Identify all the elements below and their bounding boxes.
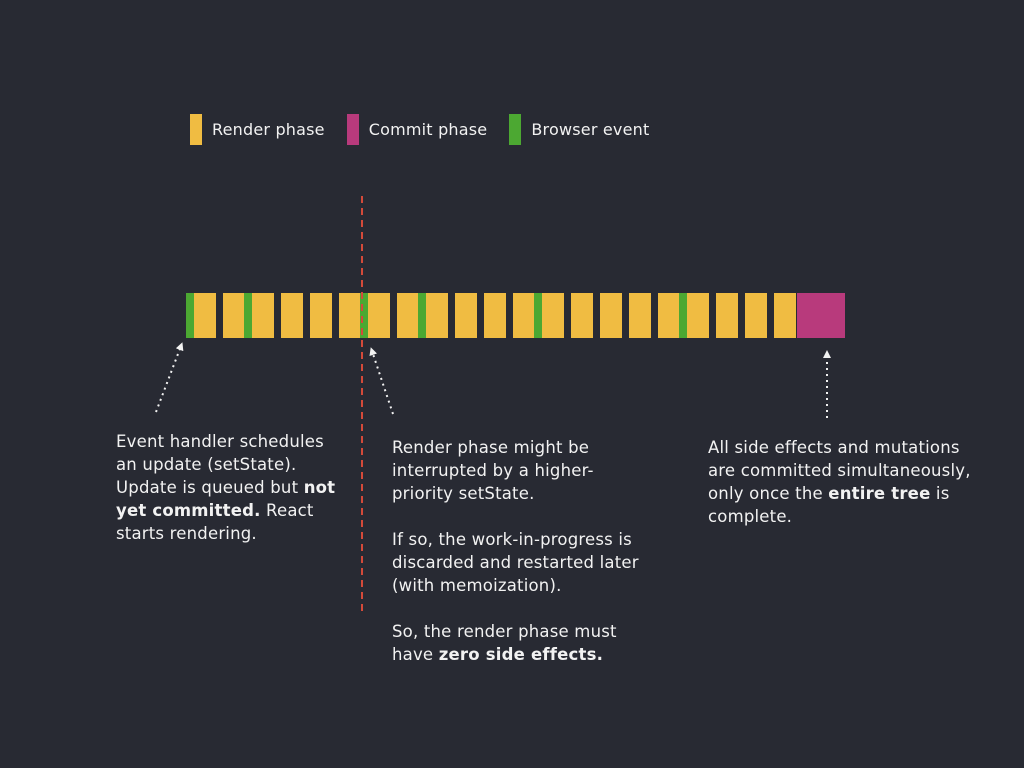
commit-bold: entire tree xyxy=(828,484,931,503)
render-block xyxy=(455,293,477,338)
event-handler-text-1: Event handler schedules an update (setSt… xyxy=(116,432,324,497)
browser-event-block xyxy=(679,293,687,338)
browser-event-block xyxy=(186,293,194,338)
render-block xyxy=(542,293,564,338)
commit-text-1: All side effects and mutations are commi… xyxy=(708,438,971,503)
render-block xyxy=(281,293,303,338)
legend-item-commit: Commit phase xyxy=(346,114,488,145)
commit-phase-swatch xyxy=(346,114,359,145)
legend-label-render: Render phase xyxy=(212,120,325,139)
render-interrupt-arrow xyxy=(369,347,394,415)
event-handler-text-2: React starts rendering. xyxy=(116,501,314,543)
render-block xyxy=(223,293,245,338)
event-handler-caption: Event handler schedules an update (setSt… xyxy=(116,430,346,545)
browser-event-block xyxy=(360,293,368,338)
event-handler-bold: not yet committed. xyxy=(116,478,336,520)
render-phase-bold: zero side effects. xyxy=(438,645,604,664)
render-block xyxy=(774,293,796,338)
commit-caption: All side effects and mutations are commi… xyxy=(708,436,978,528)
event-handler-arrow xyxy=(155,342,184,413)
render-phase-text-3: So, the render phase must have xyxy=(392,622,617,664)
browser-event-block xyxy=(418,293,426,338)
browser-event-block xyxy=(534,293,542,338)
commit-text-2: is complete. xyxy=(708,484,950,526)
render-block xyxy=(571,293,593,338)
render-phase-paragraph-3: So, the render phase must have zero side… xyxy=(392,620,654,666)
render-block xyxy=(339,293,361,338)
render-phase-caption: Render phase might be interrupted by a h… xyxy=(392,436,654,666)
browser-event-swatch xyxy=(509,114,522,145)
legend-label-browser-event: Browser event xyxy=(531,120,650,139)
render-block xyxy=(629,293,651,338)
legend-label-commit: Commit phase xyxy=(368,120,488,139)
legend-item-render: Render phase xyxy=(190,114,325,145)
render-phase-paragraph-1: Render phase might be interrupted by a h… xyxy=(392,438,594,503)
render-phase-paragraph-2: If so, the work-in-progress is discarded… xyxy=(392,530,639,595)
render-block xyxy=(658,293,680,338)
render-block xyxy=(745,293,767,338)
render-block xyxy=(687,293,709,338)
render-block xyxy=(513,293,535,338)
render-block xyxy=(600,293,622,338)
render-block xyxy=(194,293,216,338)
render-phase-swatch xyxy=(190,114,202,145)
render-block xyxy=(252,293,274,338)
render-block xyxy=(426,293,448,338)
render-block xyxy=(716,293,738,338)
render-block xyxy=(310,293,332,338)
render-block xyxy=(368,293,390,338)
timeline-blocks xyxy=(186,293,845,338)
browser-event-block xyxy=(244,293,252,338)
legend-item-browser-event: Browser event xyxy=(509,114,649,145)
render-block xyxy=(484,293,506,338)
commit-block xyxy=(797,293,845,338)
legend: Render phase Commit phase Browser event xyxy=(190,114,671,145)
render-block xyxy=(397,293,419,338)
